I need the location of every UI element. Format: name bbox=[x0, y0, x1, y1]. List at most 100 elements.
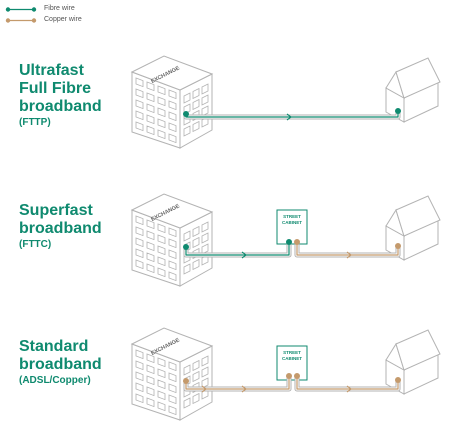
exchange-window bbox=[146, 353, 155, 364]
title-line: broadband bbox=[19, 98, 102, 115]
exchange-window bbox=[192, 370, 200, 383]
exchange-window bbox=[157, 245, 166, 256]
exchange-front bbox=[131, 209, 181, 287]
exchange-window bbox=[192, 258, 200, 271]
exchange-window bbox=[183, 263, 191, 275]
exchange-roof bbox=[130, 55, 214, 91]
direction-arrow bbox=[201, 385, 207, 393]
fibre-wire-casing-inner bbox=[184, 113, 400, 119]
house-roof bbox=[395, 329, 441, 371]
exchange-window bbox=[146, 375, 155, 386]
exchange-window bbox=[183, 364, 191, 376]
exchange-window bbox=[192, 120, 200, 133]
exchange-window bbox=[168, 238, 177, 249]
exchange-window bbox=[183, 103, 191, 115]
exchange-window bbox=[157, 234, 166, 245]
direction-arrow bbox=[346, 385, 352, 393]
exchange-window bbox=[201, 105, 209, 117]
exchange-window bbox=[135, 259, 144, 270]
exchange-window bbox=[168, 260, 177, 271]
title-line: broadband bbox=[19, 220, 102, 237]
title-subtitle: (ADSL/Copper) bbox=[19, 375, 91, 386]
exchange-window bbox=[168, 227, 177, 238]
exchange-window bbox=[192, 87, 200, 100]
exchange-window bbox=[157, 368, 166, 379]
exchange-window bbox=[146, 397, 155, 408]
exchange-side bbox=[179, 211, 213, 287]
exchange-window bbox=[135, 88, 144, 99]
exchange-window bbox=[146, 92, 155, 103]
house-roof bbox=[395, 57, 441, 99]
exchange-window bbox=[192, 359, 200, 372]
exchange-window bbox=[157, 357, 166, 368]
exchange-window bbox=[201, 243, 209, 255]
direction-arrow bbox=[241, 251, 247, 259]
connection-dot bbox=[395, 108, 401, 114]
outgoing-wire bbox=[296, 377, 399, 390]
exchange-window bbox=[168, 361, 177, 372]
title-subtitle: (FTTP) bbox=[19, 117, 51, 128]
exchange-window bbox=[146, 125, 155, 136]
exchange-window bbox=[168, 405, 177, 416]
exchange-side bbox=[179, 345, 213, 421]
exchange-window bbox=[146, 230, 155, 241]
exchange-window bbox=[157, 256, 166, 267]
exchange-window bbox=[192, 225, 200, 238]
exchange-window bbox=[146, 114, 155, 125]
section-title-fttc: Superfast broadband (FTTC) bbox=[19, 202, 102, 251]
exchange-window bbox=[135, 215, 144, 226]
exchange-window bbox=[168, 89, 177, 100]
exchange-window bbox=[135, 237, 144, 248]
connection-dot bbox=[183, 378, 189, 384]
exchange-label: EXCHANGE bbox=[150, 203, 181, 223]
exchange-window bbox=[201, 355, 209, 367]
exchange-window bbox=[192, 109, 200, 122]
outgoing-wire bbox=[296, 243, 399, 256]
house-front bbox=[385, 87, 405, 123]
title-line: Superfast bbox=[19, 202, 93, 219]
title-line: Ultrafast bbox=[19, 62, 84, 79]
direction-arrow bbox=[241, 385, 247, 393]
exchange-side bbox=[179, 73, 213, 149]
street-cabinet-label: CABINET bbox=[282, 220, 302, 225]
direction-arrow bbox=[346, 251, 352, 259]
exchange-window bbox=[168, 111, 177, 122]
exchange-roof bbox=[130, 193, 214, 229]
fibre-wire bbox=[185, 113, 399, 118]
exchange-window bbox=[135, 121, 144, 132]
street-cabinet bbox=[276, 209, 308, 245]
exchange-window bbox=[157, 267, 166, 278]
exchange-window bbox=[201, 377, 209, 389]
exchange-window bbox=[135, 382, 144, 393]
section-fibre-to-home: EXCHANGE bbox=[130, 55, 441, 149]
exchange-roof bbox=[130, 327, 214, 363]
exchange-window bbox=[168, 271, 177, 282]
connection-dot bbox=[294, 239, 300, 245]
exchange-window bbox=[201, 221, 209, 233]
incoming-wire-casing-inner bbox=[184, 377, 291, 391]
exchange-label: EXCHANGE bbox=[150, 65, 181, 85]
exchange-window bbox=[146, 364, 155, 375]
house-gable bbox=[385, 208, 405, 238]
incoming-wire-casing-inner bbox=[184, 243, 291, 257]
exchange-front bbox=[131, 71, 181, 149]
connection-dot bbox=[183, 244, 189, 250]
exchange-window bbox=[201, 388, 209, 400]
incoming-wire-casing bbox=[183, 243, 292, 258]
exchange-window bbox=[192, 247, 200, 260]
exchange-label: EXCHANGE bbox=[150, 337, 181, 357]
exchange-window bbox=[146, 241, 155, 252]
exchange-window bbox=[135, 371, 144, 382]
street-cabinet-label: STREET bbox=[283, 214, 301, 219]
street-cabinet bbox=[276, 345, 308, 381]
title-line: broadband bbox=[19, 356, 102, 373]
exchange-window bbox=[157, 129, 166, 140]
exchange-window bbox=[168, 100, 177, 111]
exchange-window bbox=[201, 116, 209, 128]
exchange-window bbox=[192, 98, 200, 111]
exchange-window bbox=[183, 114, 191, 126]
legend-copper-swatch bbox=[5, 18, 37, 23]
exchange-window bbox=[201, 94, 209, 106]
